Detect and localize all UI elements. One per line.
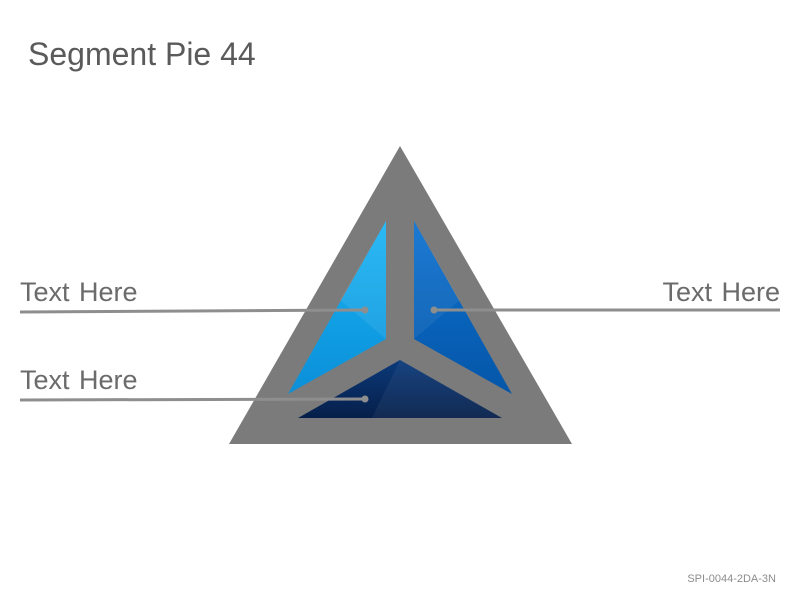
segment-bottom-shade	[372, 360, 502, 418]
leader-dot-right	[430, 306, 438, 314]
segment-right	[414, 221, 512, 394]
leader-line-left-top	[19, 308, 366, 314]
slide-code: SPI-0044-2DA-3N	[687, 573, 776, 585]
segment-bottom	[298, 360, 502, 418]
label-left-top: Text Here	[20, 277, 138, 307]
leader-dot-left-top	[361, 306, 369, 314]
label-left-bottom: Text Here	[20, 365, 138, 395]
slide-title: Segment Pie 44	[28, 36, 256, 72]
leader-dot-left-bottom	[361, 395, 369, 403]
label-right: Text Here	[662, 277, 780, 307]
leader-line-left-bottom	[19, 397, 366, 402]
segment-left	[288, 221, 386, 394]
